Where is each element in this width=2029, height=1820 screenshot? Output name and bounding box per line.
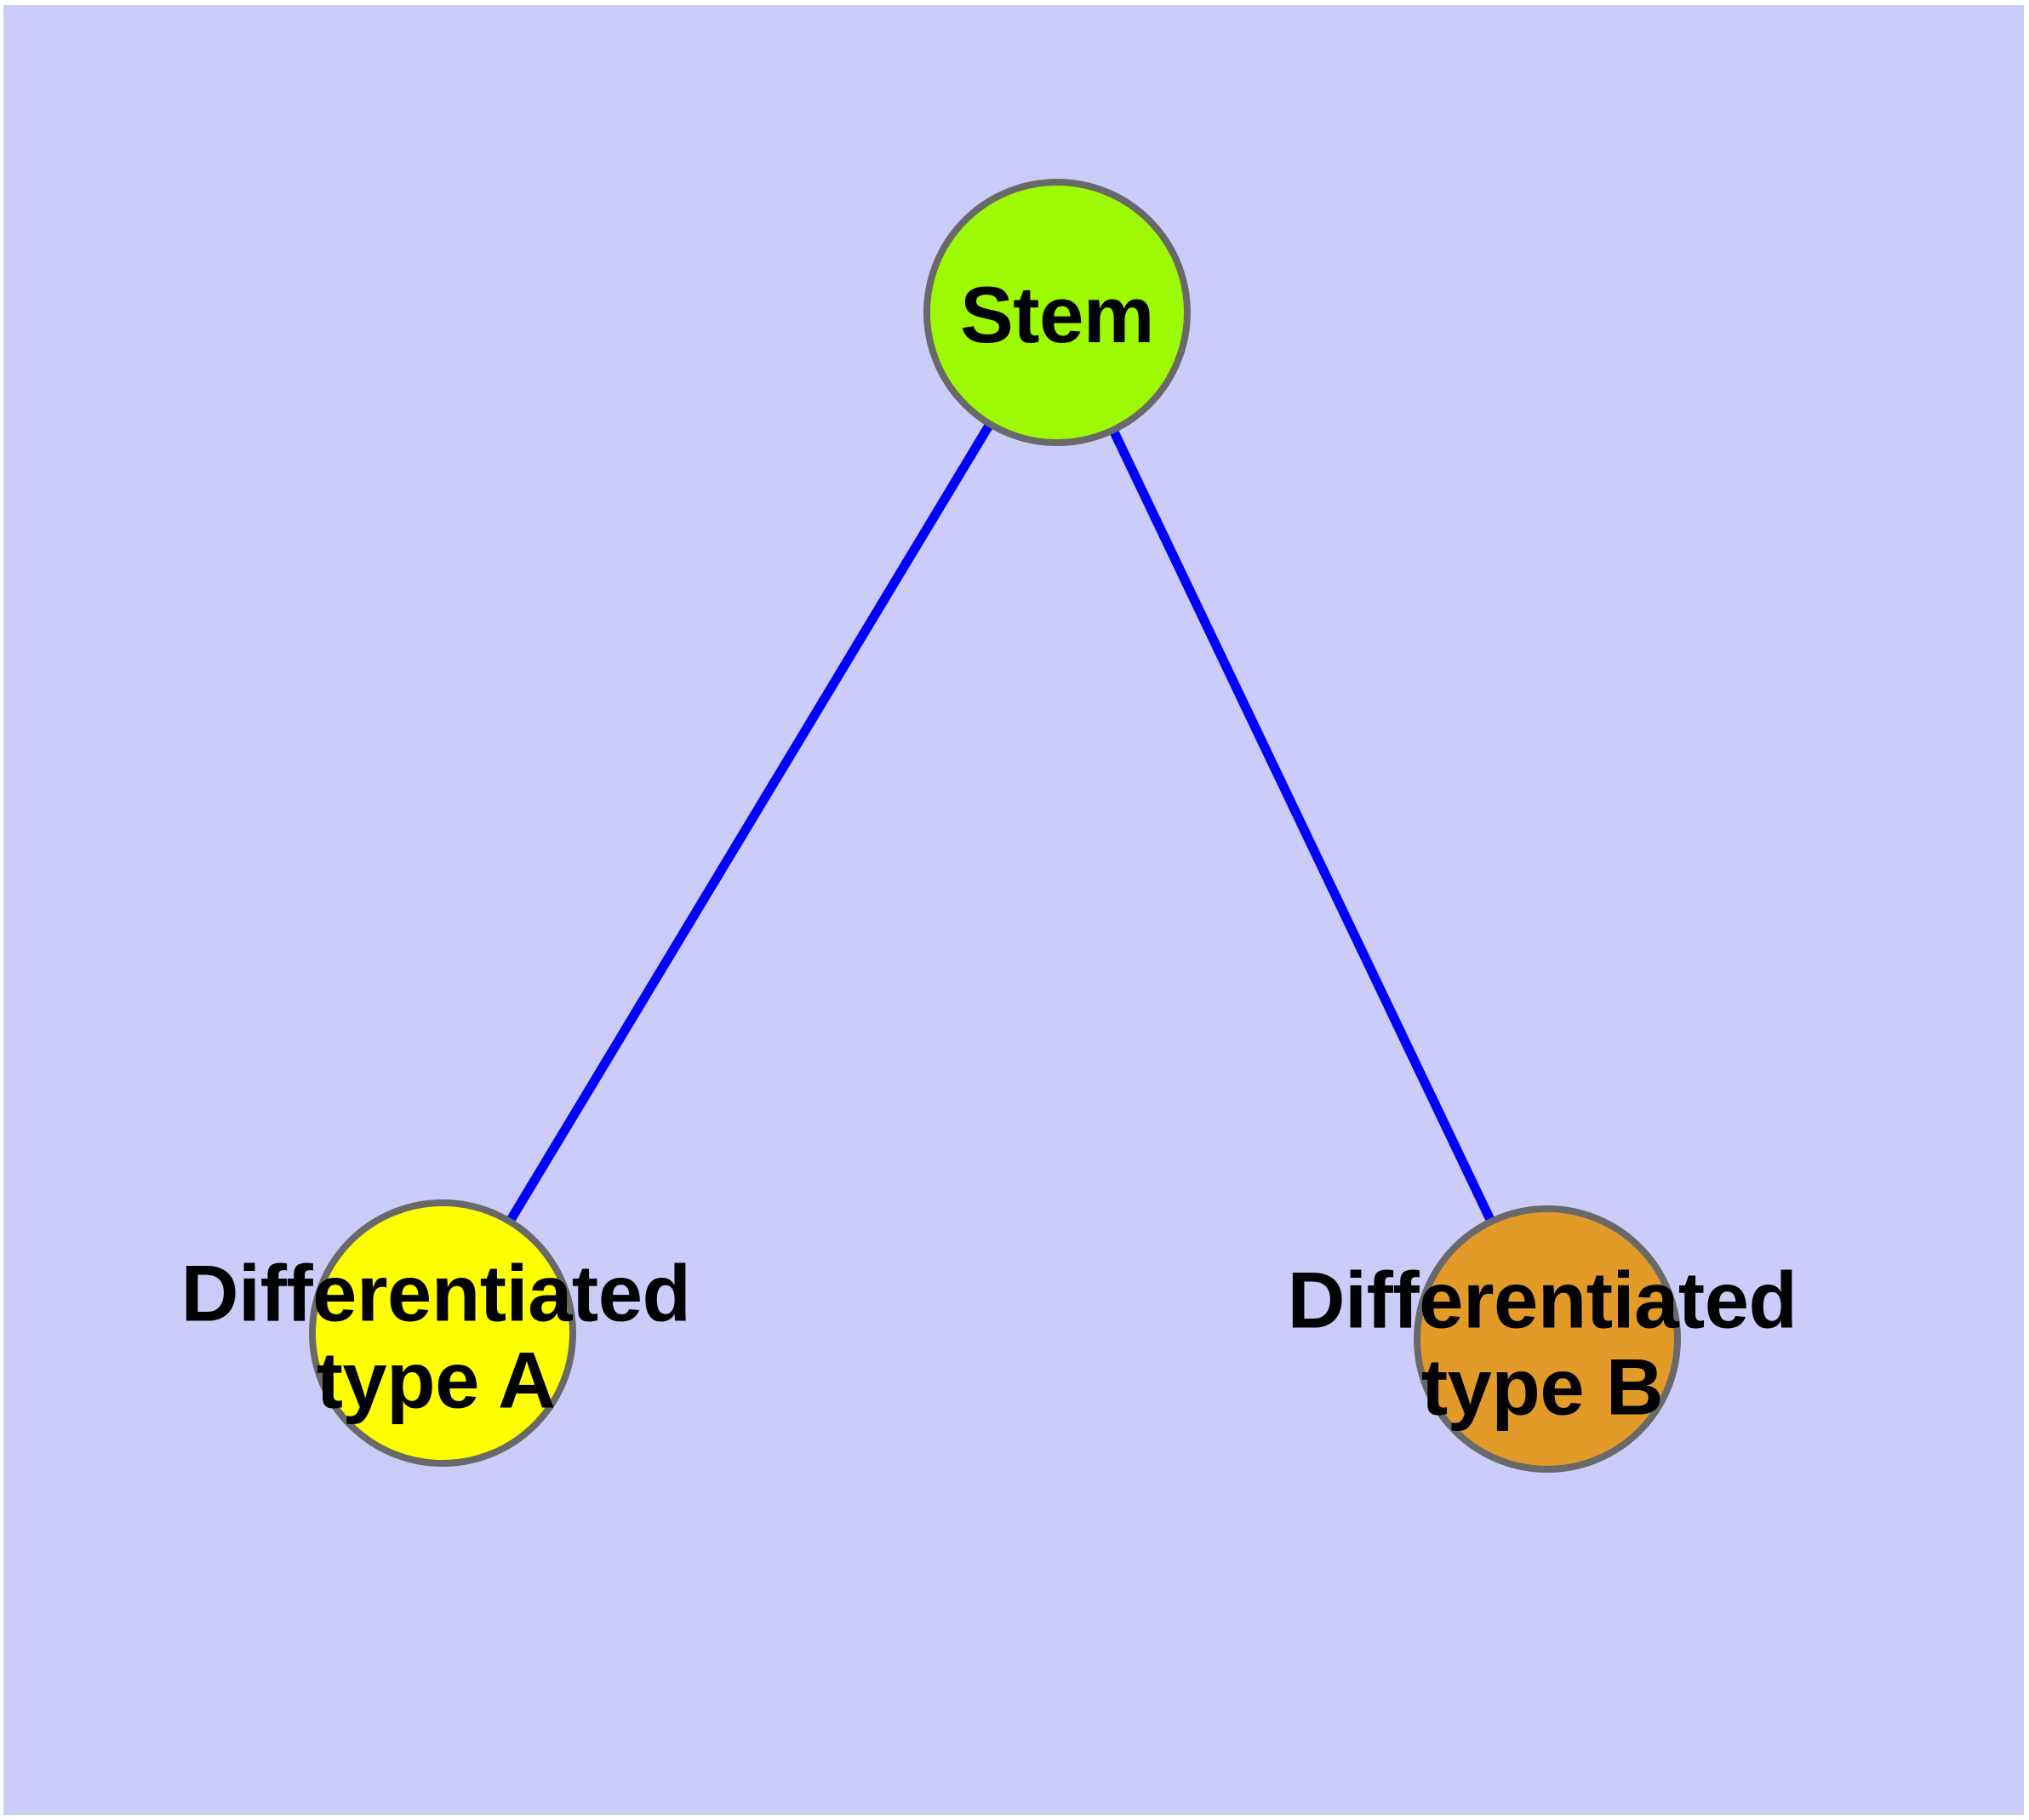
- node-circle-stem[interactable]: [923, 179, 1191, 446]
- node-layer: [309, 179, 1681, 1473]
- edge-layer: [438, 310, 1552, 1342]
- node-circle-differentiated-type-b[interactable]: [1414, 1205, 1681, 1473]
- edge-stem-to-differentiated-type-a[interactable]: [438, 310, 1061, 1336]
- node-circle-differentiated-type-a[interactable]: [309, 1199, 576, 1467]
- edge-stem-to-differentiated-type-b[interactable]: [1053, 310, 1552, 1342]
